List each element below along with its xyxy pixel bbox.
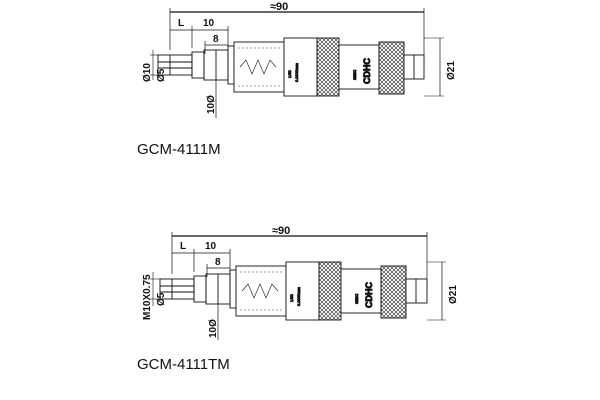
dim-l: L [180, 241, 186, 252]
dim-phi-bottom: 10Ø [206, 95, 217, 114]
spindle [157, 45, 235, 85]
model-label: GCM-4111M [137, 141, 221, 158]
thimble-unit: 0.0000mm [294, 62, 299, 82]
dim-thread: M10X0.75 [142, 274, 153, 320]
brand-label: CDHC [362, 58, 372, 84]
thimble-scale: 1/50 [289, 293, 294, 302]
dimension-8: 8 [206, 257, 230, 277]
model-label: GCM-4111TM [137, 356, 230, 373]
dim-l: L [178, 18, 184, 29]
micrometer-drawing-m: ≈90 L 10 8 Ø10 Ø5 10Ø [142, 1, 457, 118]
dim-10: 10 [205, 241, 217, 252]
dim-overall: ≈90 [270, 1, 288, 13]
dim-phi-5: Ø5 [156, 68, 167, 82]
thimble-unit: 0.0000mm [296, 286, 301, 306]
dim-phi-21: Ø21 [448, 285, 459, 304]
dimension-bottom-phi: 10Ø [208, 304, 219, 340]
phi-dimensions-left: M10X0.75 Ø5 [142, 272, 167, 320]
dim-phi-5: Ø5 [156, 292, 167, 306]
sleeve [235, 265, 287, 317]
sleeve [233, 41, 285, 93]
dimension-right-phi: Ø21 [427, 261, 459, 321]
brand-small: SEIKI [352, 70, 357, 80]
dim-phi-10: Ø10 [142, 63, 153, 82]
dim-overall: ≈90 [272, 225, 290, 237]
spindle [159, 269, 237, 309]
dimension-bottom-phi: 10Ø [206, 80, 217, 118]
dim-8: 8 [215, 257, 221, 268]
thimble: 1/50 0.0000mm SEIKI CDHC [283, 37, 425, 97]
overall-dimension: ≈90 [169, 1, 425, 66]
dimension-l-10: L 10 [170, 18, 229, 48]
thimble-scale: 1/50 [287, 69, 292, 78]
dim-phi-bottom: 10Ø [208, 319, 219, 338]
dim-8: 8 [213, 34, 219, 45]
brand-small: SEIKI [354, 294, 359, 304]
dimension-8: 8 [204, 34, 228, 54]
dimension-l-10: L 10 [172, 241, 231, 272]
micrometer-drawing-tm: ≈90 L 10 8 M10X0.75 Ø5 10Ø [142, 225, 459, 340]
phi-dimensions-left: Ø10 Ø5 [142, 50, 167, 82]
thimble: 1/50 0.0000mm SEIKI CDHC [285, 261, 428, 321]
dim-10: 10 [203, 18, 215, 29]
dimension-right-phi: Ø21 [424, 37, 457, 97]
dim-phi-21: Ø21 [446, 61, 457, 80]
brand-label: CDHC [364, 282, 374, 308]
